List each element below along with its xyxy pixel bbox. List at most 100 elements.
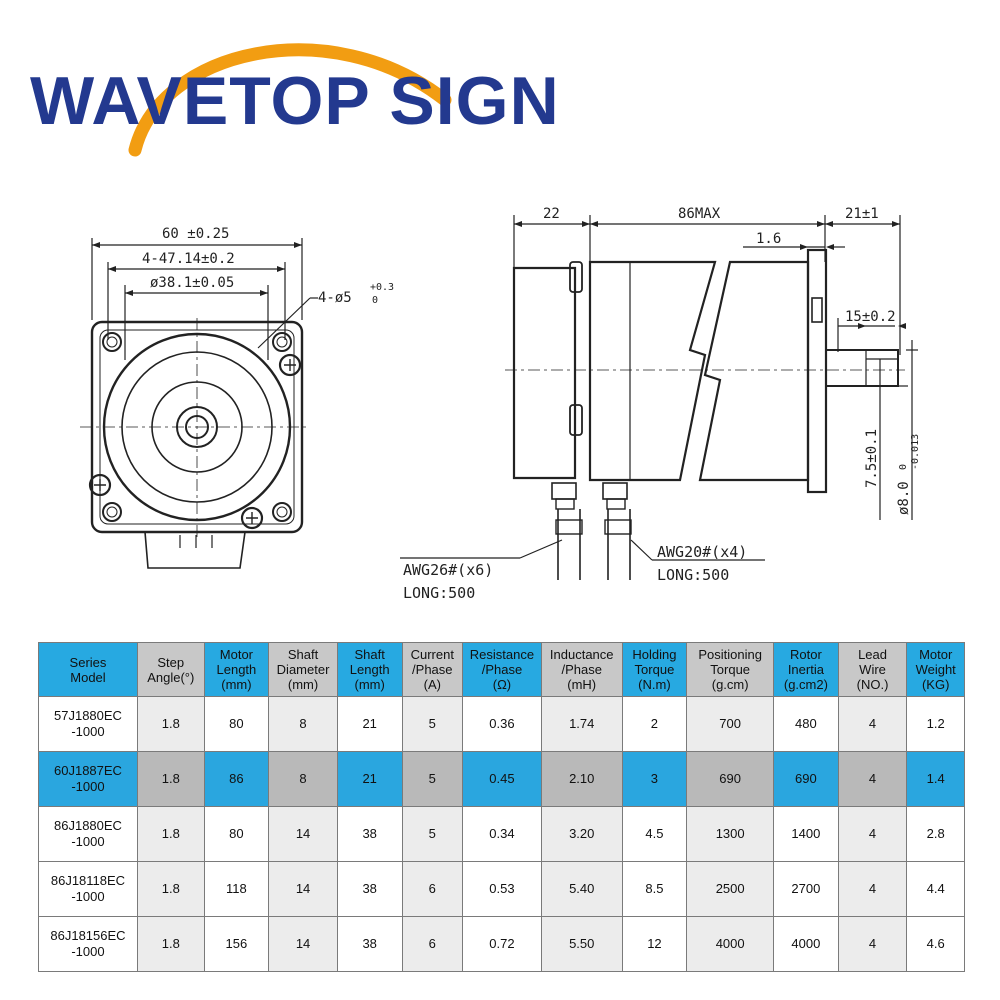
logo-text: WAVETOP SIGN: [30, 63, 560, 139]
table-cell: 0.53: [462, 861, 542, 917]
table-cell: 0.45: [462, 751, 542, 807]
table-cell: 6: [401, 861, 464, 917]
table-cell: 156: [203, 916, 270, 972]
dim-shaft-tol-lower: -0.013: [910, 434, 921, 470]
dim-hole-spacing: 4-47.14±0.2: [142, 251, 235, 267]
dim-rear-cap: 22: [543, 206, 560, 222]
table-cell: 2.8: [906, 806, 965, 862]
table-cell: 38: [336, 806, 403, 862]
dim-mount-holes: 4-ø5: [318, 290, 352, 306]
wire-2-gauge: AWG20#(x4): [657, 543, 747, 561]
table-cell: 8.5: [621, 861, 688, 917]
wire-1-length: LONG:500: [403, 584, 475, 602]
front-view: [80, 238, 318, 569]
table-cell: 4000: [773, 916, 839, 972]
table-header-cell: Current/Phase(A): [401, 642, 464, 697]
table-cell: 5.50: [540, 916, 623, 972]
table-cell: 8: [268, 751, 338, 807]
table-cell: 38: [336, 916, 403, 972]
table-cell: 21: [336, 696, 403, 752]
table-cell: 690: [773, 751, 839, 807]
model-cell: 60J1887EC-1000: [38, 751, 138, 807]
table-cell: 5: [401, 806, 464, 862]
table-cell: 4.5: [621, 806, 688, 862]
table-cell: 1.8: [136, 696, 205, 752]
table-cell: 14: [268, 806, 338, 862]
table-cell: 80: [203, 696, 270, 752]
wire-2-length: LONG:500: [657, 566, 729, 584]
table-cell: 1.8: [136, 751, 205, 807]
table-cell: 38: [336, 861, 403, 917]
dim-shaft-length: 21±1: [845, 206, 879, 222]
table-cell: 2500: [686, 861, 775, 917]
table-cell: 2.10: [540, 751, 623, 807]
dim-pilot-diameter: ø38.1±0.05: [150, 275, 234, 291]
table-cell: 1.74: [540, 696, 623, 752]
table-cell: 3: [621, 751, 688, 807]
table-cell: 2: [621, 696, 688, 752]
table-cell: 80: [203, 806, 270, 862]
dim-mount-holes-tol-upper: +0.3: [370, 282, 394, 293]
table-cell: 4000: [686, 916, 775, 972]
brand-logo: WAVETOP SIGN: [0, 0, 560, 190]
table-cell: 21: [336, 751, 403, 807]
dim-flange: 1.6: [756, 231, 781, 247]
table-cell: 14: [268, 861, 338, 917]
table-cell: 12: [621, 916, 688, 972]
table-cell: 4: [837, 751, 908, 807]
model-cell: 57J1880EC-1000: [38, 696, 138, 752]
wire-1-gauge: AWG26#(x6): [403, 561, 493, 579]
model-cell: 86J18156EC-1000: [38, 916, 138, 972]
table-cell: 1.4: [906, 751, 965, 807]
table-cell: 1.8: [136, 861, 205, 917]
table-cell: 0.72: [462, 916, 542, 972]
table-cell: 4: [837, 806, 908, 862]
table-cell: 1400: [773, 806, 839, 862]
table-cell: 0.36: [462, 696, 542, 752]
dim-shaft-tol-upper: 0: [898, 464, 909, 470]
dim-overall-width: 60 ±0.25: [162, 226, 229, 242]
table-header-cell: Resistance/Phase(Ω): [462, 642, 542, 697]
table-cell: 480: [773, 696, 839, 752]
table-cell: 700: [686, 696, 775, 752]
table-cell: 14: [268, 916, 338, 972]
dim-mount-holes-tol-lower: 0: [372, 295, 378, 306]
table-cell: 1300: [686, 806, 775, 862]
dim-flat-length: 15±0.2: [845, 309, 896, 325]
dim-body-length: 86MAX: [678, 206, 721, 222]
table-cell: 4: [837, 696, 908, 752]
table-cell: 86: [203, 751, 270, 807]
table-cell: 4: [837, 861, 908, 917]
dim-shaft-diameter: ø8.0: [896, 481, 912, 515]
table-cell: 0.34: [462, 806, 542, 862]
table-cell: 1.2: [906, 696, 965, 752]
table-header-cell: Inductance/Phase(mH): [540, 642, 623, 697]
side-view: [400, 215, 918, 580]
model-cell: 86J18118EC-1000: [38, 861, 138, 917]
table-cell: 1.8: [136, 916, 205, 972]
table-cell: 5.40: [540, 861, 623, 917]
table-cell: 5: [401, 751, 464, 807]
table-cell: 2700: [773, 861, 839, 917]
table-cell: 4: [837, 916, 908, 972]
logo-arc: [128, 43, 452, 157]
model-cell: 86J1880EC-1000: [38, 806, 138, 862]
